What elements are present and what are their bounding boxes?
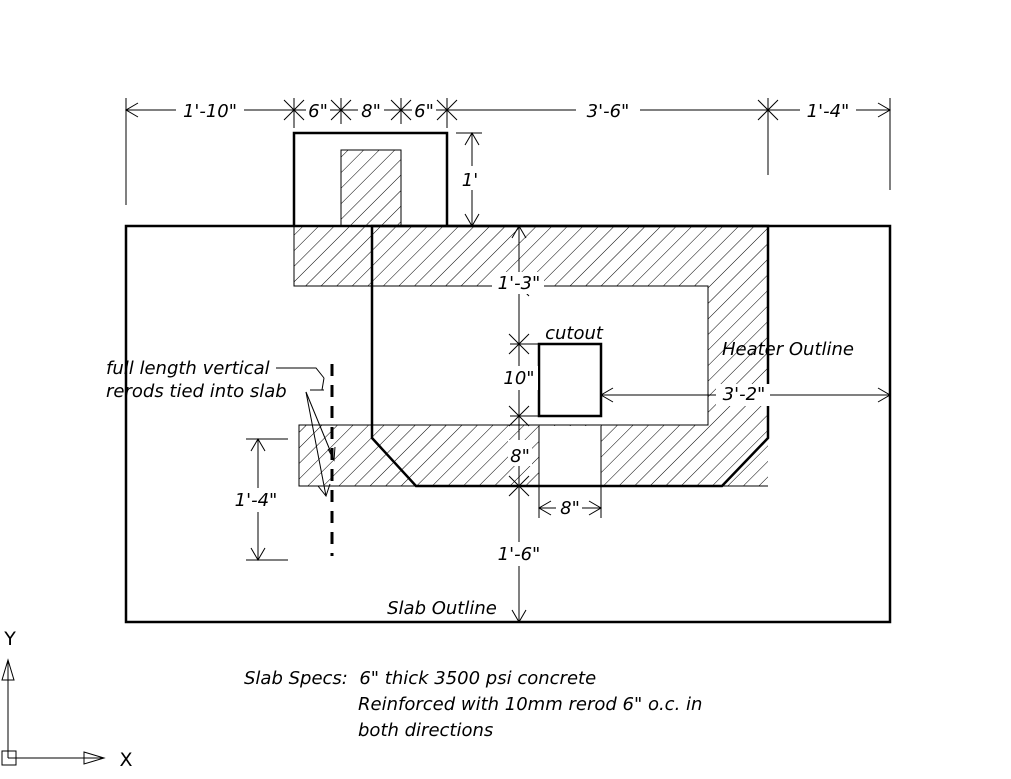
- dim-1-4-top: 1'-4": [807, 101, 850, 122]
- cutout-width-dimension: 8": [538, 486, 602, 519]
- dim-10: 10": [503, 368, 534, 389]
- dim-1-4-side: 1'-4": [235, 490, 278, 511]
- specs-line1: Slab Specs: 6" thick 3500 psi concrete: [244, 668, 596, 689]
- post-height-dimension: 1': [456, 132, 482, 227]
- post-hatch: [341, 150, 401, 226]
- lower-bar-clear-box: [539, 426, 601, 485]
- dim-6a: 6": [308, 101, 328, 122]
- dim-3-6: 3'-6": [587, 101, 630, 122]
- post-outline: [292, 131, 449, 226]
- dim-3-2: 3'-2": [723, 384, 766, 405]
- dim-1-10: 1'-10": [183, 101, 237, 122]
- ucs-icon: Y X: [1, 628, 133, 771]
- dim-8-vertical: 8": [510, 446, 530, 467]
- heater-outline: [370, 224, 770, 488]
- dim-6b: 6": [414, 101, 434, 122]
- rerod-note-line1: full length vertical: [106, 358, 270, 379]
- center-vertical-dimensions: 1'-3" 10" 8" 1'-6": [492, 225, 546, 623]
- dim-1-3: 1'-3": [498, 273, 541, 294]
- ucs-y-label: Y: [3, 628, 16, 650]
- upper-bar-hatch-left: [294, 226, 372, 286]
- cutout-rect: [537, 342, 603, 418]
- hatched-footing: [293, 149, 768, 487]
- dim-8: 8": [361, 101, 381, 122]
- specs-line2: Reinforced with 10mm rerod 6" o.c. in: [358, 694, 702, 715]
- heater-outline-label: Heater Outline: [722, 339, 854, 360]
- rerod-note-line2: rerods tied into slab: [106, 381, 287, 402]
- cutout-to-edge-dimension: 3'-2": [600, 383, 891, 407]
- rerod-leader: [276, 367, 336, 498]
- slab-specs: Slab Specs: 6" thick 3500 psi concrete R…: [244, 668, 702, 741]
- dim-8-horizontal: 8": [560, 498, 580, 519]
- dim-1-6: 1'-6": [498, 544, 541, 565]
- ucs-x-label: X: [119, 749, 132, 771]
- cutout-label: cutout: [545, 323, 604, 344]
- rerod-span-dimension: 1'-4": [228, 438, 288, 561]
- specs-line3: both directions: [358, 720, 493, 741]
- slab-outline-label: Slab Outline: [387, 598, 497, 619]
- top-dimension-chain: 1'-10" 6" 8" 6" 3'-6" 1'-4": [125, 98, 891, 205]
- dim-post-height: 1': [462, 170, 478, 191]
